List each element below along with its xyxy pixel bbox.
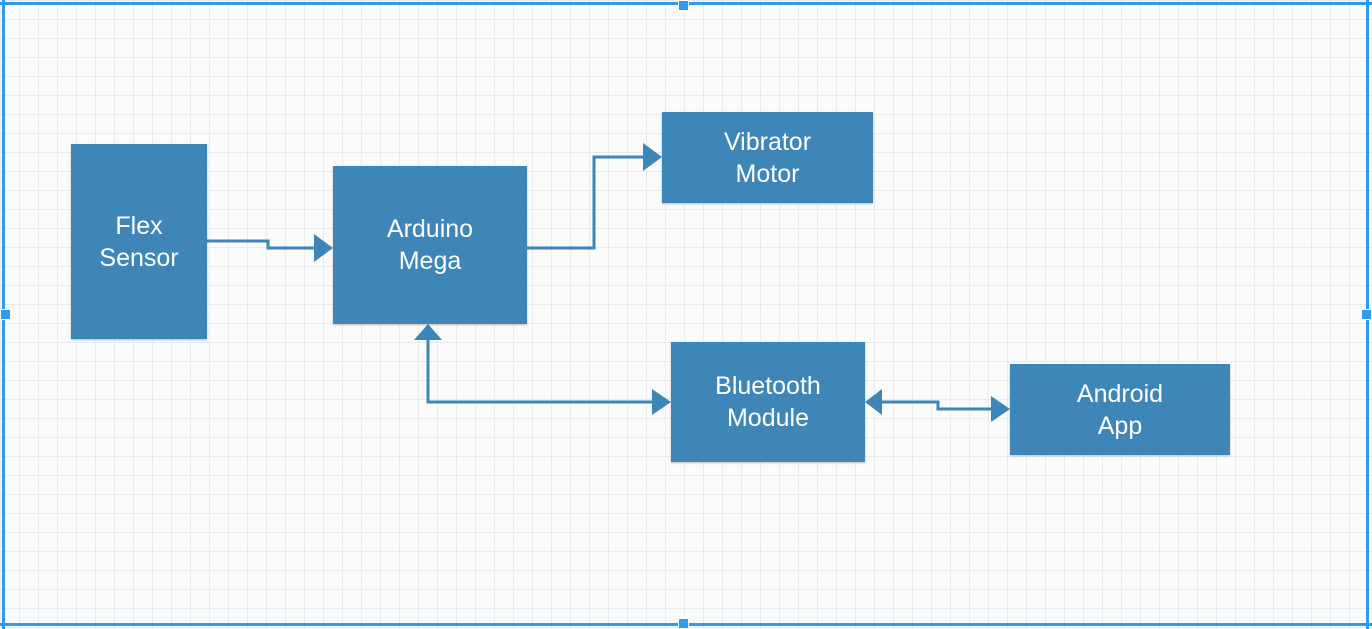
node-bluetooth-module[interactable]: Bluetooth Module — [671, 342, 865, 462]
node-android-app[interactable]: Android App — [1010, 364, 1230, 455]
arrowhead-android-app — [991, 396, 1010, 422]
node-arduino-mega[interactable]: Arduino Mega — [333, 166, 527, 324]
node-label: Flex Sensor — [99, 211, 179, 272]
edge-line — [882, 400, 991, 411]
arrowhead-bluetooth-module — [865, 389, 882, 415]
resize-handle-left[interactable] — [0, 309, 11, 320]
edge-arduino-mega-to-bluetooth-module[interactable] — [414, 324, 671, 415]
node-label: Vibrator Motor — [723, 127, 812, 188]
node-flex-sensor[interactable]: Flex Sensor — [71, 144, 207, 339]
edge-arduino-mega-to-vibrator-motor[interactable] — [527, 143, 662, 250]
node-vibrator-motor[interactable]: Vibrator Motor — [662, 112, 873, 203]
resize-handle-bottom[interactable] — [678, 618, 689, 629]
edge-line — [426, 340, 652, 404]
resize-handle-right[interactable] — [1361, 309, 1372, 320]
edge-line — [207, 239, 314, 250]
edge-line — [527, 155, 643, 250]
node-label: Android App — [1076, 379, 1164, 440]
arrowhead-vibrator-motor — [643, 143, 662, 171]
resize-handle-top[interactable] — [678, 0, 689, 11]
arrowhead-arduino-mega — [414, 324, 442, 340]
arrowhead-arduino-mega — [314, 234, 333, 262]
node-label: Bluetooth Module — [715, 372, 821, 432]
arrowhead-bluetooth-module — [652, 389, 671, 415]
edge-bluetooth-module-to-android-app[interactable] — [865, 389, 1010, 422]
node-label: Arduino Mega — [386, 215, 474, 275]
edge-flex-sensor-to-arduino-mega[interactable] — [207, 234, 333, 262]
